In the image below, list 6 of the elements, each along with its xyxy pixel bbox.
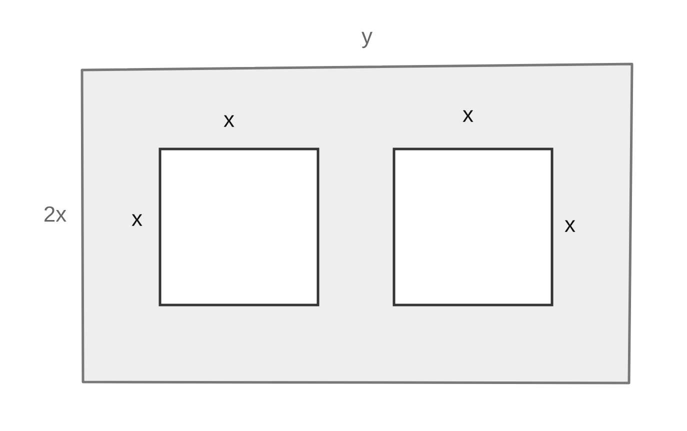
dimension-label: x — [224, 115, 234, 127]
dimension-label: x — [462, 110, 474, 122]
dimension-label: x — [132, 214, 142, 226]
dimension-label: y — [362, 32, 372, 48]
dimension-label: 2x — [44, 206, 66, 222]
dimension-label: x — [564, 220, 576, 232]
